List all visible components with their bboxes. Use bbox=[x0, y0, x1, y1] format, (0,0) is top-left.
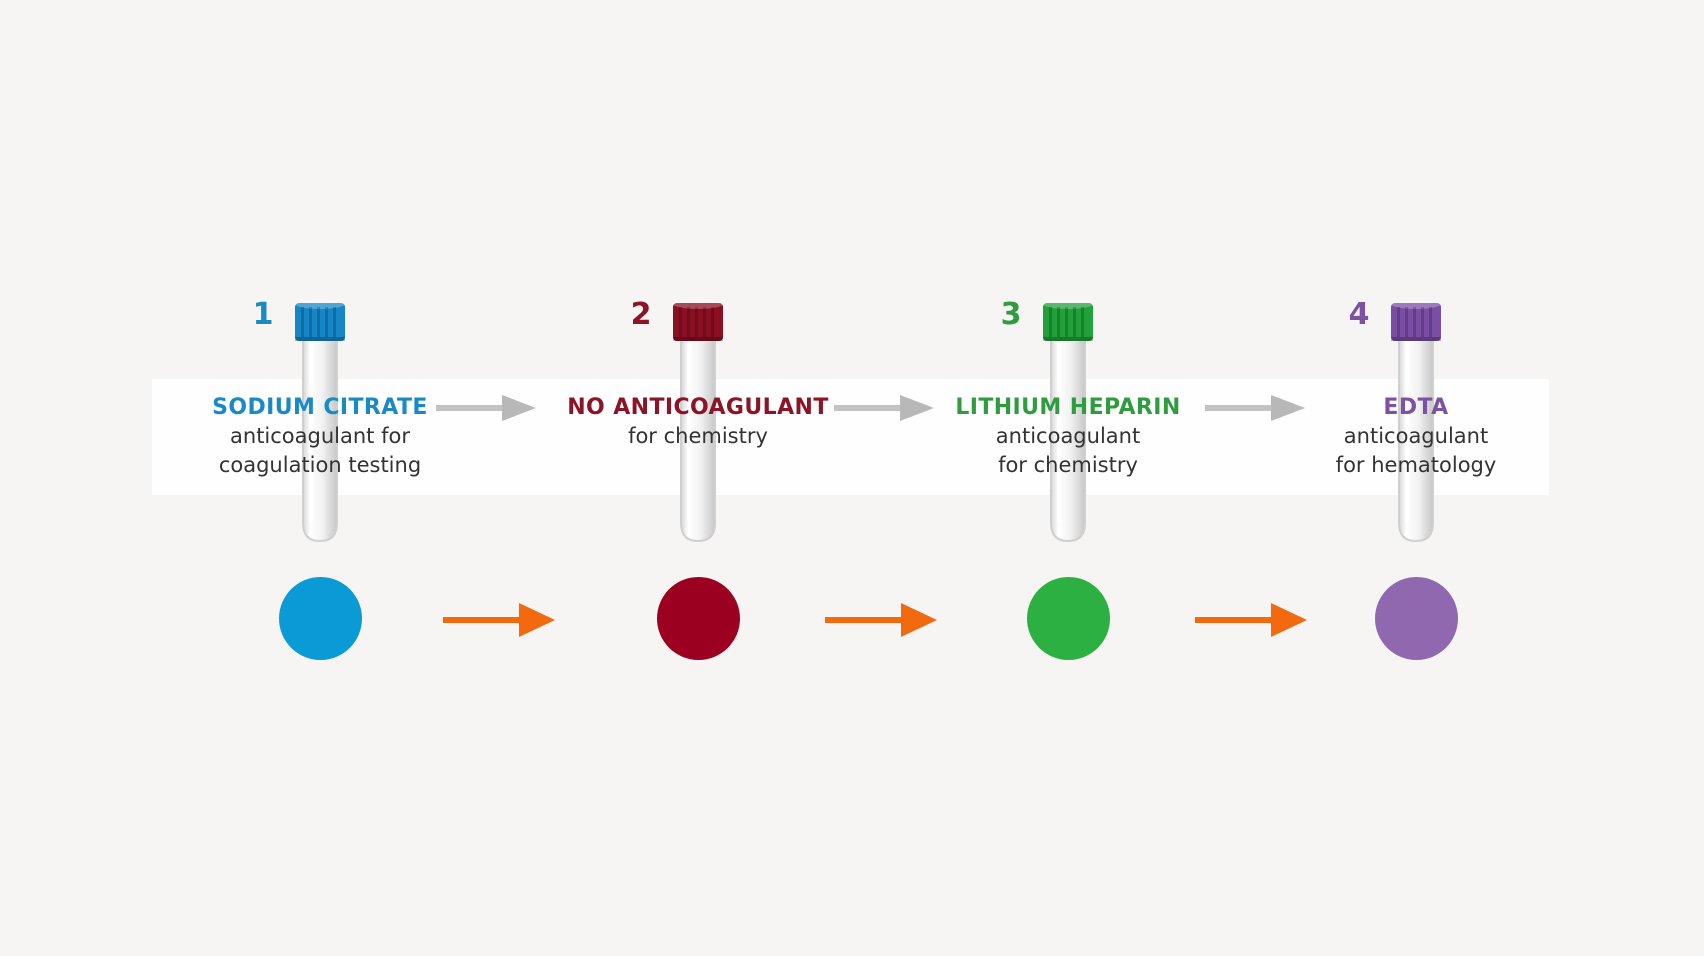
step-color-dot bbox=[1026, 577, 1110, 660]
arrow-right-icon bbox=[1205, 395, 1305, 421]
arrow-right-icon bbox=[436, 395, 536, 421]
step-label: SODIUM CITRATE anticoagulant for coagulati… bbox=[160, 394, 480, 480]
step-description-line: for chemistry bbox=[998, 453, 1138, 477]
test-tube-icon bbox=[293, 297, 347, 545]
test-tube-icon bbox=[671, 297, 725, 545]
step-title: NO ANTICOAGULANT bbox=[567, 395, 829, 420]
step-number: 4 bbox=[1348, 297, 1370, 332]
label-band bbox=[152, 379, 1549, 495]
arrow-right-icon bbox=[834, 395, 934, 421]
arrow-right-icon bbox=[443, 603, 555, 637]
test-tube-icon bbox=[1041, 297, 1095, 545]
step-label: NO ANTICOAGULANT for chemistry bbox=[538, 394, 858, 451]
arrow-right-icon bbox=[825, 603, 937, 637]
step-title: SODIUM CITRATE bbox=[212, 395, 428, 420]
arrow-right-icon bbox=[1195, 603, 1307, 637]
step-label: LITHIUM HEPARIN anticoagulant for chemistr… bbox=[908, 394, 1228, 480]
step-color-dot bbox=[1374, 577, 1458, 660]
step-description-line: anticoagulant for bbox=[230, 424, 410, 448]
step-number: 2 bbox=[630, 297, 652, 332]
step-description-line: for chemistry bbox=[628, 424, 768, 448]
step-number: 3 bbox=[1000, 297, 1022, 332]
step-description-line: anticoagulant bbox=[1343, 424, 1489, 448]
step-label: EDTA anticoagulant for hematology bbox=[1256, 394, 1576, 480]
test-tube-icon bbox=[1389, 297, 1443, 545]
step-title: EDTA bbox=[1383, 395, 1449, 420]
step-description-line: for hematology bbox=[1335, 453, 1497, 477]
step-color-dot bbox=[656, 577, 740, 660]
step-description-line: anticoagulant bbox=[995, 424, 1141, 448]
step-number: 1 bbox=[252, 297, 274, 332]
step-description-line: coagulation testing bbox=[218, 453, 422, 477]
step-title: LITHIUM HEPARIN bbox=[955, 395, 1181, 420]
step-color-dot bbox=[278, 577, 362, 660]
